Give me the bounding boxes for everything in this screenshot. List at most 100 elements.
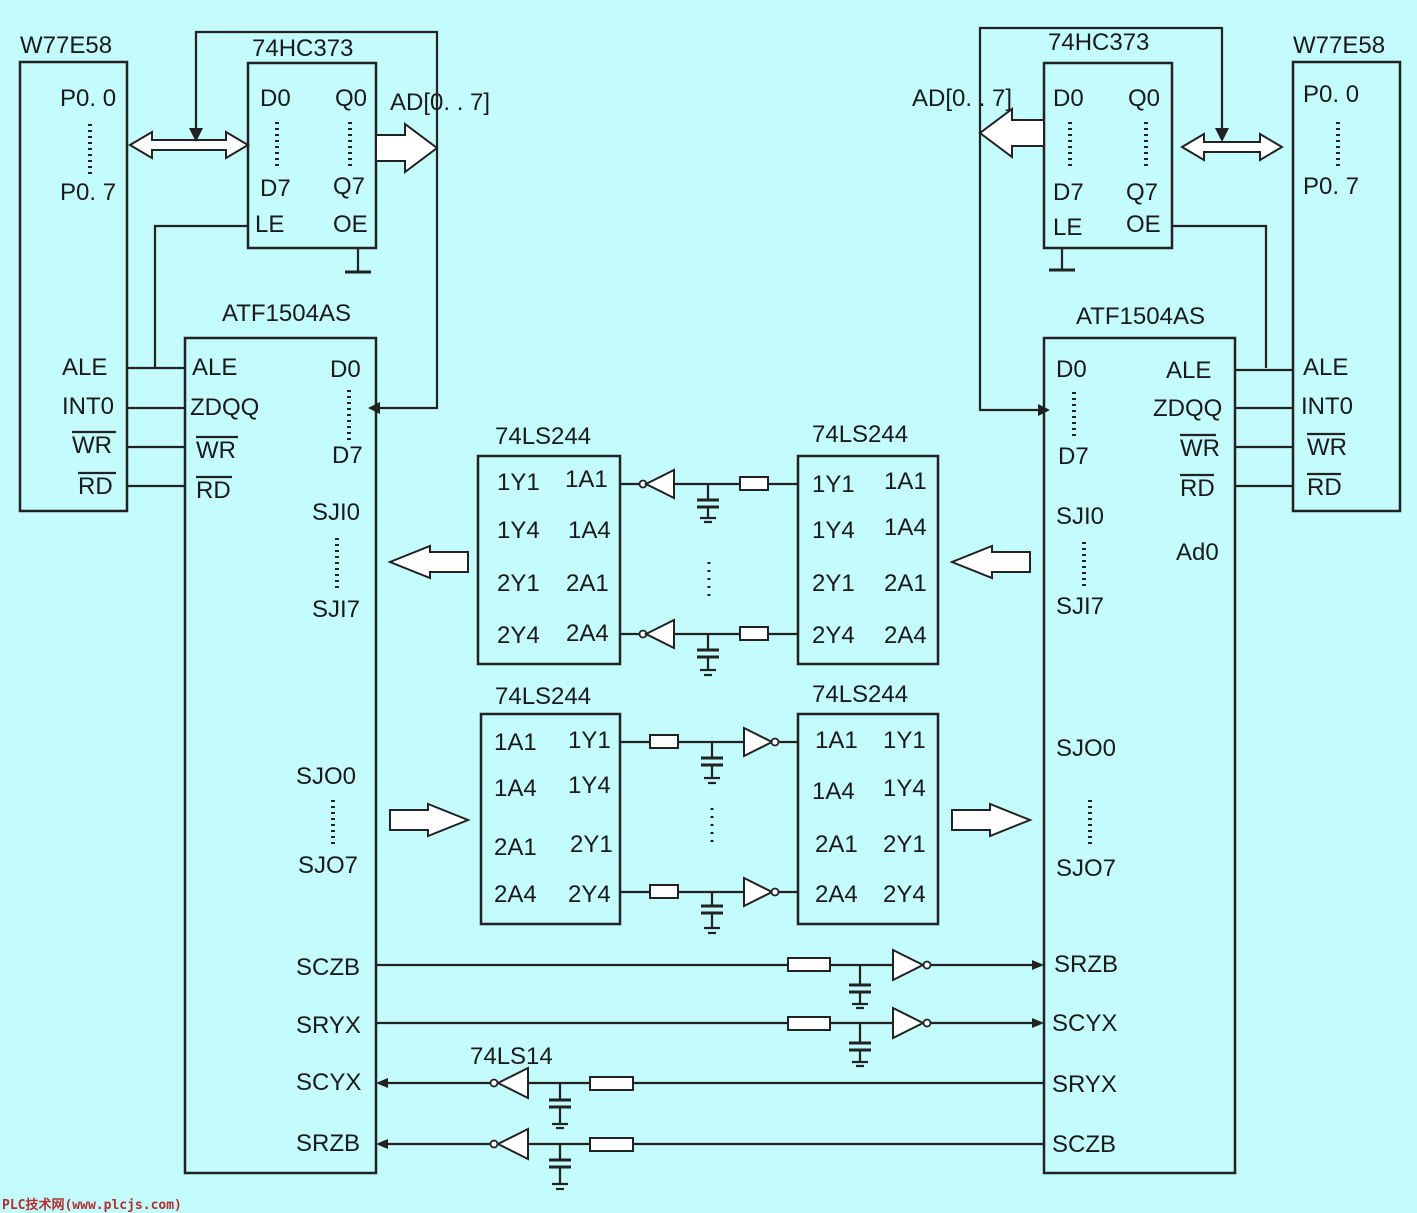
signal-line-sryx-scyx <box>376 1006 1044 1068</box>
bur-r3: 2A4 <box>884 622 927 649</box>
left-mcu-name: W77E58 <box>20 32 112 59</box>
bur-r1: 1A4 <box>884 514 927 541</box>
left-cpld-wr: WR <box>196 437 236 464</box>
bll-r1: 1Y4 <box>568 772 611 799</box>
right-latch-q7: Q7 <box>1126 179 1158 206</box>
left-cpld-zdqq: ZDQQ <box>190 394 259 421</box>
left-cpld: ATF1504AS ALE ZDQQ WR RD D0 D7 SJI0 SJI7… <box>183 300 378 1175</box>
right-latch-oe: OE <box>1126 211 1161 238</box>
left-bus-bidir-arrow <box>128 130 250 160</box>
right-mcu-rd: RD <box>1307 474 1342 501</box>
right-cpld-rd: RD <box>1180 475 1215 502</box>
right-ad-out-arrow <box>978 107 1045 159</box>
left-mcu-p00: P0. 0 <box>60 85 116 112</box>
right-cpld-sji0: SJI0 <box>1056 503 1104 530</box>
right-cpld-scyx: SCYX <box>1052 1010 1117 1037</box>
blr-r3: 2Y4 <box>883 881 926 908</box>
left-cpld-sryx: SRYX <box>296 1012 361 1039</box>
buffer-lower-left: 74LS244 1A1 1A4 2A1 2A4 1Y1 1Y4 2Y1 2Y4 <box>479 683 622 926</box>
buffer-lower-right: 74LS244 1A1 1A4 2A1 2A4 1Y1 1Y4 2Y1 2Y4 <box>796 681 940 926</box>
bul-l2: 2Y1 <box>497 570 540 597</box>
left-latch-q0: Q0 <box>335 85 367 112</box>
signal-line-scyx-sryx: 74LS14 <box>376 1043 1044 1130</box>
bll-l1: 1A4 <box>494 775 537 802</box>
right-cpld-sryx: SRYX <box>1052 1071 1117 1098</box>
left-latch: 74HC373 D0 Q0 D7 Q7 LE OE AD[0. . 7] <box>246 35 490 250</box>
bul-l3: 2Y4 <box>497 622 540 649</box>
right-mcu-wr: WR <box>1307 434 1347 461</box>
left-cpld-rd: RD <box>196 477 231 504</box>
bul-r1: 1A4 <box>568 517 611 544</box>
left-mcu-p07: P0. 7 <box>60 179 116 206</box>
left-cpld-sczb: SCZB <box>296 954 360 981</box>
left-cpld-sji0: SJI0 <box>312 499 360 526</box>
right-mcu-ale: ALE <box>1303 354 1348 381</box>
bll-r0: 1Y1 <box>568 727 611 754</box>
signal-line-sczb-srzb <box>376 948 1044 1010</box>
right-mcu-name: W77E58 <box>1293 32 1385 59</box>
left-latch-d7: D7 <box>260 175 291 202</box>
right-cpld-name: ATF1504AS <box>1076 303 1205 330</box>
bur-r2: 2A1 <box>884 570 927 597</box>
right-cpld-ale: ALE <box>1166 357 1211 384</box>
right-mcu-p00: P0. 0 <box>1303 81 1359 108</box>
left-cpld-sjo0: SJO0 <box>296 763 356 790</box>
left-latch-le: LE <box>255 211 284 238</box>
lower-filter-1 <box>620 726 798 785</box>
bur-l3: 2Y4 <box>812 622 855 649</box>
bur-l0: 1Y1 <box>812 471 855 498</box>
right-mcu: W77E58 P0. 0 P0. 7 ALE INT0 WR RD <box>1291 32 1402 513</box>
upper-filter-1 <box>620 468 798 524</box>
left-cpld-name: ATF1504AS <box>222 300 351 327</box>
left-mcu: W77E58 P0. 0 P0. 7 ALE INT0 WR RD <box>18 32 129 513</box>
blr-l1: 1A4 <box>812 778 855 805</box>
blr-r0: 1Y1 <box>883 727 926 754</box>
right-latch-le: LE <box>1053 214 1082 241</box>
left-latch-name: 74HC373 <box>252 35 353 62</box>
right-cpld-d0: D0 <box>1056 356 1087 383</box>
bul-r3: 2A4 <box>566 620 609 647</box>
bul-r0: 1A1 <box>565 466 608 493</box>
signal-line-srzb-sczb <box>376 1127 1044 1191</box>
blr-r2: 2Y1 <box>883 831 926 858</box>
right-latch-name: 74HC373 <box>1048 29 1149 56</box>
bll-r3: 2Y4 <box>568 881 611 908</box>
bul-l0: 1Y1 <box>497 469 540 496</box>
bul-r2: 2A1 <box>566 570 609 597</box>
left-mcu-rd: RD <box>78 473 113 500</box>
right-latch-d7: D7 <box>1053 179 1084 206</box>
blr-l2: 2A1 <box>815 831 858 858</box>
left-ad-bus-label: AD[0. . 7] <box>390 89 490 116</box>
bll-l2: 2A1 <box>494 834 537 861</box>
left-cpld-srzb: SRZB <box>296 1130 360 1157</box>
bll-r2: 2Y1 <box>570 831 613 858</box>
right-latch-d0: D0 <box>1053 85 1084 112</box>
right-cpld-zdqq: ZDQQ <box>1153 395 1222 422</box>
upper-filter-2 <box>620 618 798 677</box>
blr-l0: 1A1 <box>815 727 858 754</box>
blr-r1: 1Y4 <box>883 775 926 802</box>
right-cpld-sczb: SCZB <box>1052 1131 1116 1158</box>
left-mcu-int0: INT0 <box>62 393 114 420</box>
buffer-lower-right-name: 74LS244 <box>812 681 908 708</box>
buffer-upper-right: 74LS244 1Y1 1Y4 2Y1 2Y4 1A1 1A4 2A1 2A4 <box>796 421 940 666</box>
bll-l3: 2A4 <box>494 881 537 908</box>
left-cpld-d7: D7 <box>332 442 363 469</box>
right-cpld-sji7: SJI7 <box>1056 593 1104 620</box>
left-latch-q7: Q7 <box>333 173 365 200</box>
right-cpld-srzb: SRZB <box>1054 951 1118 978</box>
right-ad-bus-label: AD[0. . 7] <box>912 85 1012 112</box>
right-cpld-wr: WR <box>1180 435 1220 462</box>
buffer-upper-left-name: 74LS244 <box>495 423 591 450</box>
left-cpld-d0: D0 <box>330 356 361 383</box>
right-cpld-sjo7: SJO7 <box>1056 855 1116 882</box>
right-cpld-sjo0: SJO0 <box>1056 735 1116 762</box>
arrow-sji-right <box>949 544 1031 580</box>
left-cpld-ale: ALE <box>192 354 237 381</box>
left-mcu-ale: ALE <box>62 354 107 381</box>
blr-l3: 2A4 <box>815 881 858 908</box>
bur-l2: 2Y1 <box>812 570 855 597</box>
left-mcu-wr: WR <box>72 432 112 459</box>
buffer-upper-left: 74LS244 1Y1 1Y4 2Y1 2Y4 1A1 1A4 2A1 2A4 <box>476 423 622 666</box>
